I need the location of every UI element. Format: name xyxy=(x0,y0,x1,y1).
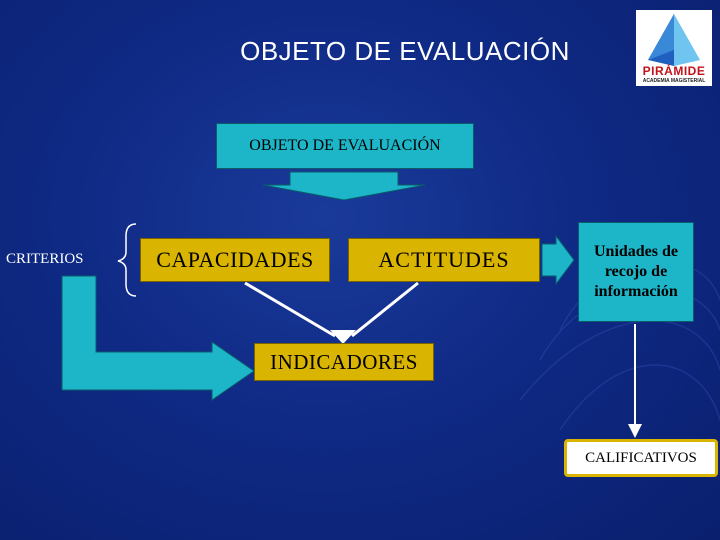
indicadores-arrowhead xyxy=(330,330,356,344)
objeto-down-arrow xyxy=(262,171,426,201)
piramide-logo: PIRÁMIDE ACADEMIA MAGISTERIAL xyxy=(636,10,712,86)
criterios-bracket xyxy=(117,223,137,297)
unidades-box: Unidades de recojo de información xyxy=(578,222,694,322)
actitudes-connector xyxy=(351,281,419,338)
criterios-to-indicadores-arrow xyxy=(61,275,255,401)
pyramid-icon xyxy=(648,14,700,66)
criterios-label: CRITERIOS xyxy=(6,251,84,267)
calificativos-box: CALIFICATIVOS xyxy=(564,439,718,477)
actitudes-box: ACTITUDES xyxy=(348,238,540,282)
capacidades-connector xyxy=(244,281,336,338)
capacidades-box: CAPACIDADES xyxy=(140,238,330,282)
logo-subtitle: ACADEMIA MAGISTERIAL xyxy=(642,78,706,84)
indicadores-box: INDICADORES xyxy=(254,343,434,381)
actitudes-to-unidades-arrow xyxy=(541,234,575,286)
calificativos-arrowhead xyxy=(628,424,642,438)
objeto-box: OBJETO DE EVALUACIÓN xyxy=(216,123,474,169)
logo-wordmark: PIRÁMIDE xyxy=(642,64,706,78)
slide-title: OBJETO DE EVALUACIÓN xyxy=(240,36,570,66)
